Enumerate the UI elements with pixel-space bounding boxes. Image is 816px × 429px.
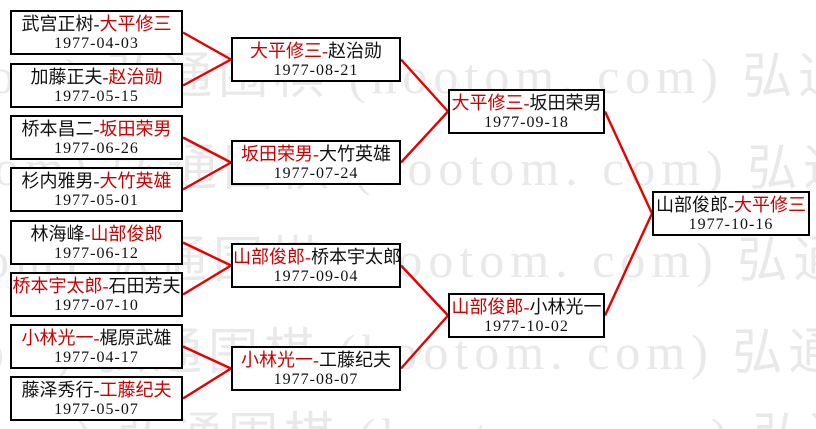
player-name-2: 工藤纪夫 [319,350,391,370]
bracket-line [182,241,232,267]
match-players: 小林光一-工藤纪夫 [233,349,399,371]
match-date: 1977-08-21 [273,62,359,79]
player-name-2: 石田芳夫 [108,276,181,296]
match-players: 武宫正树-大平修三 [12,13,181,35]
bracket-line [182,136,232,164]
match-box: 加藤正夫-赵治勋 1977-05-15 [10,63,183,108]
match-box: 小林光一-梶原武雄 1977-04-17 [10,324,183,369]
player-name-1: 桥本宇太郎- [12,276,109,296]
player-name-1: 山部俊郎- [451,297,530,317]
player-name-1: 杉内雅男- [21,171,100,191]
match-players: 山部俊郎-小林光一 [450,296,603,318]
match-players: 杉内雅男-大竹英雄 [12,170,181,192]
player-name-2: 大竹英雄 [99,171,172,191]
player-name-1: 林海峰- [30,224,91,244]
match-players: 大平修三-赵治勋 [233,40,399,62]
player-name-2: 山部俊郎 [90,224,163,244]
match-box: 桥本昌二-坂田荣男 1977-06-26 [10,115,183,160]
match-date: 1977-10-16 [688,216,774,233]
player-name-1: 山部俊郎- [233,247,311,267]
match-box: 山部俊郎-小林光一 1977-10-02 [448,293,605,338]
match-box: 林海峰-山部俊郎 1977-06-12 [10,220,183,265]
player-name-1: 小林光一- [241,350,319,370]
player-name-2: 工藤纪夫 [99,380,172,400]
bracket-line [182,58,232,87]
match-date: 1977-05-01 [54,192,139,209]
match-players: 山部俊郎-大平修三 [654,194,808,216]
bracket-line [182,345,232,370]
player-name-1: 桥本昌二- [21,119,100,139]
player-name-2: 大平修三 [99,14,172,34]
player-name-2: 坂田荣男 [99,119,172,139]
match-box: 杉内雅男-大竹英雄 1977-05-01 [10,167,183,212]
bracket-line [400,264,449,317]
bracket-line [400,110,449,164]
match-box: 藤泽秀行-工藤纪夫 1977-05-07 [10,376,183,421]
match-players: 林海峰-山部俊郎 [12,223,181,245]
bracket-line [182,161,232,191]
match-date: 1977-09-04 [273,268,359,285]
bracket-line [603,110,654,215]
bracket-line [603,212,654,317]
match-players: 山部俊郎-桥本宇太郎 [233,246,401,268]
match-date: 1977-06-26 [54,140,139,157]
bracket-line [182,264,232,296]
match-date: 1977-04-17 [54,349,139,366]
bracket-line [400,58,449,113]
match-players: 大平修三-坂田荣男 [450,92,603,114]
match-date: 1977-04-03 [54,35,139,52]
match-players: 藤泽秀行-工藤纪夫 [12,379,181,401]
player-name-1: 加藤正夫- [30,67,109,87]
player-name-1: 大平修三- [451,93,530,113]
player-name-1: 坂田荣男- [241,144,319,164]
player-name-2: 小林光一 [529,297,602,317]
match-players: 小林光一-梶原武雄 [12,327,181,349]
player-name-2: 赵治勋 [328,41,382,61]
player-name-2: 坂田荣男 [529,93,602,113]
match-date: 1977-07-10 [54,297,139,314]
match-date: 1977-10-02 [484,318,569,335]
bracket-line [182,31,232,61]
match-box: 大平修三-坂田荣男 1977-09-18 [448,89,605,134]
player-name-2: 大竹英雄 [319,144,391,164]
match-date: 1977-07-24 [273,165,359,182]
match-date: 1977-05-15 [54,88,139,105]
match-box: 大平修三-赵治勋 1977-08-21 [231,37,401,82]
match-box: 山部俊郎-桥本宇太郎 1977-09-04 [231,243,401,288]
bracket-line [182,367,232,400]
player-name-2: 赵治勋 [108,67,163,87]
match-box: 山部俊郎-大平修三 1977-10-16 [652,191,810,236]
player-name-1: 藤泽秀行- [21,380,100,400]
player-name-1: 小林光一- [21,328,100,348]
match-players: 桥本宇太郎-石田芳夫 [12,275,181,297]
match-date: 1977-09-18 [484,114,569,131]
match-players: 桥本昌二-坂田荣男 [12,118,181,140]
player-name-2: 梶原武雄 [99,328,172,348]
player-name-1: 大平修三- [250,41,328,61]
match-date: 1977-08-07 [273,371,359,388]
player-name-1: 武宫正树- [21,14,100,34]
match-date: 1977-06-12 [54,245,139,262]
match-date: 1977-05-07 [54,401,139,418]
match-box: 坂田荣男-大竹英雄 1977-07-24 [231,140,401,185]
player-name-1: 山部俊郎- [656,195,734,215]
player-name-2: 桥本宇太郎 [311,247,401,267]
match-box: 桥本宇太郎-石田芳夫 1977-07-10 [10,272,183,317]
match-players: 加藤正夫-赵治勋 [12,66,181,88]
match-players: 坂田荣男-大竹英雄 [233,143,399,165]
match-box: 武宫正树-大平修三 1977-04-03 [10,10,183,55]
player-name-2: 大平修三 [734,195,806,215]
bracket-line [400,314,449,370]
match-box: 小林光一-工藤纪夫 1977-08-07 [231,346,401,391]
